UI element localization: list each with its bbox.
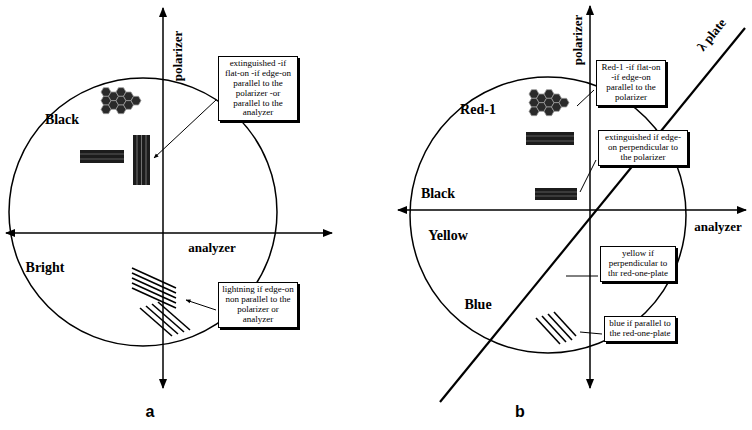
- diagonal-lamellae: [132, 268, 176, 308]
- lamella-line: [141, 135, 142, 185]
- leader-line: [566, 276, 598, 277]
- note-box: extinguished -if flat-on -if edge-on par…: [218, 56, 298, 121]
- diagonal-lamellae: [536, 312, 576, 344]
- region-label: Bright: [26, 260, 65, 275]
- analyzer-axis: [398, 209, 746, 211]
- lamella-line: [132, 268, 176, 288]
- panel-a: [6, 8, 332, 388]
- analyzer-axis: [6, 232, 332, 234]
- note-box: extinguished if edge-on perpendicular to…: [598, 130, 688, 166]
- note-text: Red-1 -if flat-on -if edge-on parallel t…: [600, 63, 662, 103]
- lamella-line: [158, 302, 190, 330]
- lamella-block: [535, 188, 577, 200]
- note-box: yellow if perpendicular to thr red-one-p…: [600, 246, 676, 282]
- lamella-block: [80, 150, 124, 163]
- flat-lamella: [535, 188, 577, 200]
- lamella-line: [152, 304, 184, 332]
- hexagon: [131, 96, 141, 105]
- lamella-line: [146, 135, 147, 185]
- lambda-plate-axis: [440, 28, 745, 402]
- leader-line: [154, 100, 216, 158]
- note-text: yellow if perpendicular to thr red-one-p…: [604, 249, 672, 279]
- axis-label: analyzer: [694, 220, 742, 234]
- region-label: Red-1: [460, 102, 496, 117]
- hexagon: [559, 98, 569, 107]
- panel-letter: a: [146, 403, 155, 421]
- field-circle: [410, 77, 686, 353]
- polarizer-axis: [589, 6, 591, 388]
- axis-label: λ plate: [695, 16, 729, 54]
- lamella-line: [80, 154, 124, 155]
- panel-b: [398, 6, 746, 402]
- region-label: Black: [45, 112, 79, 127]
- lamella-line: [137, 135, 138, 185]
- flat-lamella: [526, 132, 574, 145]
- lamella-line: [132, 283, 176, 303]
- note-text: extinguished if edge-on perpendicular to…: [602, 133, 684, 163]
- lamella-line: [535, 196, 577, 197]
- region-label: Blue: [464, 297, 491, 312]
- lamella-block: [133, 135, 150, 185]
- hexagon-cluster: [101, 88, 141, 114]
- leader-line: [580, 160, 596, 192]
- leader-line: [577, 90, 594, 106]
- note-box: Red-1 -if flat-on -if edge-on parallel t…: [596, 60, 666, 106]
- lamella-line: [132, 273, 176, 293]
- lamella-line: [132, 278, 176, 298]
- axis-label: polarizer: [171, 31, 185, 82]
- lamella-line: [526, 141, 574, 142]
- hexagon-cluster: [529, 90, 569, 116]
- polarizer-axis: [162, 8, 164, 388]
- leader-line: [186, 300, 216, 310]
- axis-label: analyzer: [188, 241, 236, 255]
- lamella-line: [146, 306, 178, 334]
- note-box: blue if parallel to the red-one-plate: [604, 316, 676, 342]
- lamella-line: [535, 192, 577, 193]
- lamella-line: [140, 308, 172, 336]
- region-label: Black: [421, 186, 455, 201]
- flat-lamella: [80, 150, 124, 163]
- panel-letter: b: [515, 403, 525, 421]
- note-box: lightning if edge-on non parallel to the…: [218, 282, 298, 328]
- note-text: blue if parallel to the red-one-plate: [608, 319, 672, 339]
- diagonal-lamellae: [140, 302, 190, 336]
- lamella-line: [80, 159, 124, 160]
- axis-label: polarizer: [571, 15, 585, 66]
- note-text: lightning if edge-on non parallel to the…: [222, 285, 294, 325]
- vertical-lamellae: [133, 135, 150, 185]
- leader-line: [580, 332, 602, 334]
- lamella-line: [554, 312, 576, 336]
- lamella-line: [526, 136, 574, 137]
- note-text: extinguished -if flat-on -if edge-on par…: [222, 59, 294, 118]
- lamella-block: [526, 132, 574, 145]
- region-label: Yellow: [428, 228, 468, 243]
